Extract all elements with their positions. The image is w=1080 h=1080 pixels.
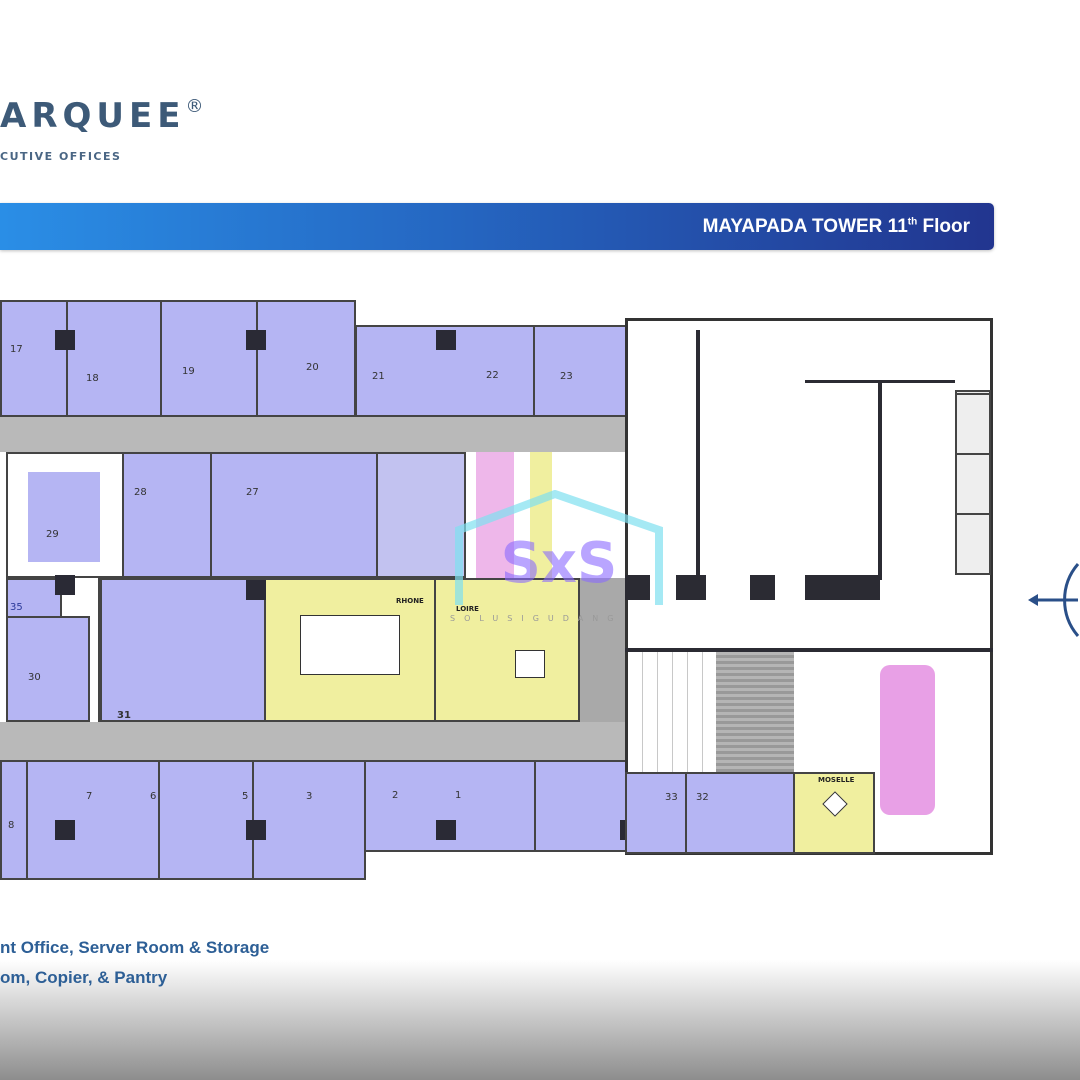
office-19[interactable] [160, 300, 258, 417]
elevators [955, 390, 991, 575]
office-27[interactable] [210, 452, 378, 578]
office-23[interactable] [533, 325, 627, 417]
office-storage[interactable] [376, 452, 466, 578]
floor-title: MAYAPADA TOWER 11th Floor [702, 216, 970, 237]
legend-line-2: om, Copier, & Pantry [0, 968, 168, 987]
room-number: 33 [665, 792, 678, 803]
legend-line-1: nt Office, Server Room & Storage [0, 938, 270, 957]
conference-table-pink[interactable] [880, 665, 935, 815]
office-32[interactable] [685, 772, 795, 854]
brand-tagline: CUTIVE OFFICES [0, 150, 122, 163]
room-number: 20 [306, 362, 319, 373]
room-number: 5 [242, 791, 249, 802]
room-number: 21 [372, 371, 385, 382]
column [55, 820, 75, 840]
room-number: 8 [8, 820, 15, 831]
meeting-room-loire[interactable] [434, 578, 580, 722]
label-loire: LOIRE [456, 605, 479, 613]
label-rhone: RHONE [396, 597, 424, 605]
wall [878, 380, 882, 580]
office-30[interactable] [6, 616, 90, 722]
column [246, 580, 266, 600]
office-18[interactable] [66, 300, 162, 417]
room-number: 35 [10, 602, 23, 613]
room-number: 1 [455, 790, 462, 801]
column [246, 330, 266, 350]
copier-strip [530, 452, 552, 578]
room-number: 17 [10, 344, 23, 355]
column [55, 575, 75, 595]
room-number: 29 [46, 529, 59, 540]
room-number: 28 [134, 487, 147, 498]
office-6[interactable] [158, 760, 254, 880]
corridor-upper [0, 417, 625, 452]
room-number: 18 [86, 373, 99, 384]
label-moselle: MOSELLE [818, 776, 855, 784]
office-5[interactable] [252, 760, 366, 880]
floor-plan: 17 18 19 20 21 22 23 28 27 29 35 30 31 8… [0, 300, 993, 880]
column [436, 820, 456, 840]
watermark-text: SOLUSIGUDANG [450, 614, 623, 623]
office-33[interactable] [625, 772, 687, 854]
office-31[interactable] [98, 578, 266, 722]
wall [696, 330, 700, 580]
office-17[interactable] [0, 300, 68, 417]
room-number: 32 [696, 792, 709, 803]
room-number: 23 [560, 371, 573, 382]
wall [805, 380, 955, 383]
column [55, 330, 75, 350]
compass-icon [1028, 563, 1080, 637]
room-number: 2 [392, 790, 399, 801]
room-number: 27 [246, 487, 259, 498]
wall [625, 575, 650, 600]
room-number: 7 [86, 791, 93, 802]
wall [676, 575, 706, 600]
watermark-sxs: SxS [501, 531, 618, 596]
corridor-lower [0, 722, 625, 760]
watermark-logo: SxS SOLUSIGUDANG [450, 489, 663, 623]
column [246, 820, 266, 840]
wall [805, 575, 880, 600]
room-number: 31 [117, 710, 131, 721]
office-20[interactable] [256, 300, 356, 417]
office-28[interactable] [122, 452, 212, 578]
service-shaft [716, 652, 794, 772]
room-number: 19 [182, 366, 195, 377]
room-number: 30 [28, 672, 41, 683]
office-29-inner [28, 472, 100, 562]
lounge-table-loire [515, 650, 545, 678]
room-number: 6 [150, 791, 157, 802]
bottom-shadow [0, 960, 1080, 1080]
title-banner: MAYAPADA TOWER 11th Floor [0, 203, 994, 250]
wall [750, 575, 775, 600]
office-1[interactable] [534, 760, 627, 852]
office-7[interactable] [26, 760, 160, 880]
brand-logo: ARQUEE® [0, 96, 209, 136]
column [436, 330, 456, 350]
conference-table-rhone [300, 615, 400, 675]
core-divider [625, 648, 993, 652]
stair-area [580, 578, 625, 722]
restroom-tiles [628, 652, 716, 772]
room-number: 22 [486, 370, 499, 381]
house-icon: SxS [455, 489, 663, 605]
room-number: 3 [306, 791, 313, 802]
